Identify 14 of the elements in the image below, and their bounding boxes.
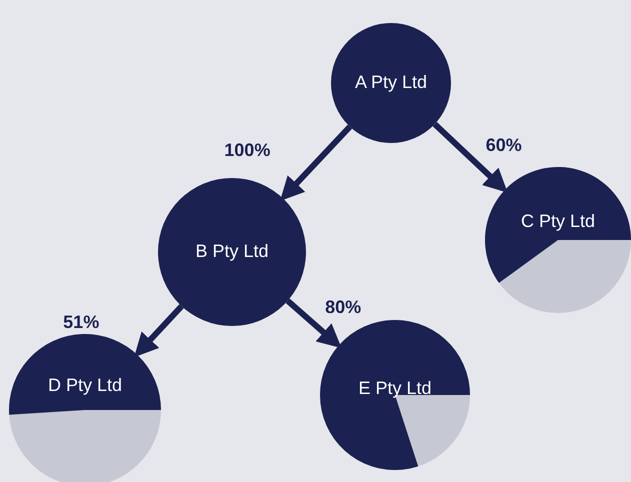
- company-name: B Pty Ltd: [195, 241, 269, 262]
- ownership-pie: [320, 320, 470, 470]
- company-name: D Pty Ltd: [48, 375, 122, 396]
- arrow: [286, 298, 342, 348]
- company-name: A Pty Ltd: [354, 72, 428, 93]
- company-circle: [158, 178, 306, 326]
- arrow: [432, 122, 508, 193]
- ownership-pie: [9, 334, 161, 482]
- company-name: C Pty Ltd: [520, 211, 596, 232]
- company-circle: [331, 23, 451, 143]
- company-name: E Pty Ltd: [358, 378, 432, 399]
- arrow: [134, 304, 184, 358]
- ownership-pie: [485, 167, 631, 313]
- arrow: [280, 124, 352, 202]
